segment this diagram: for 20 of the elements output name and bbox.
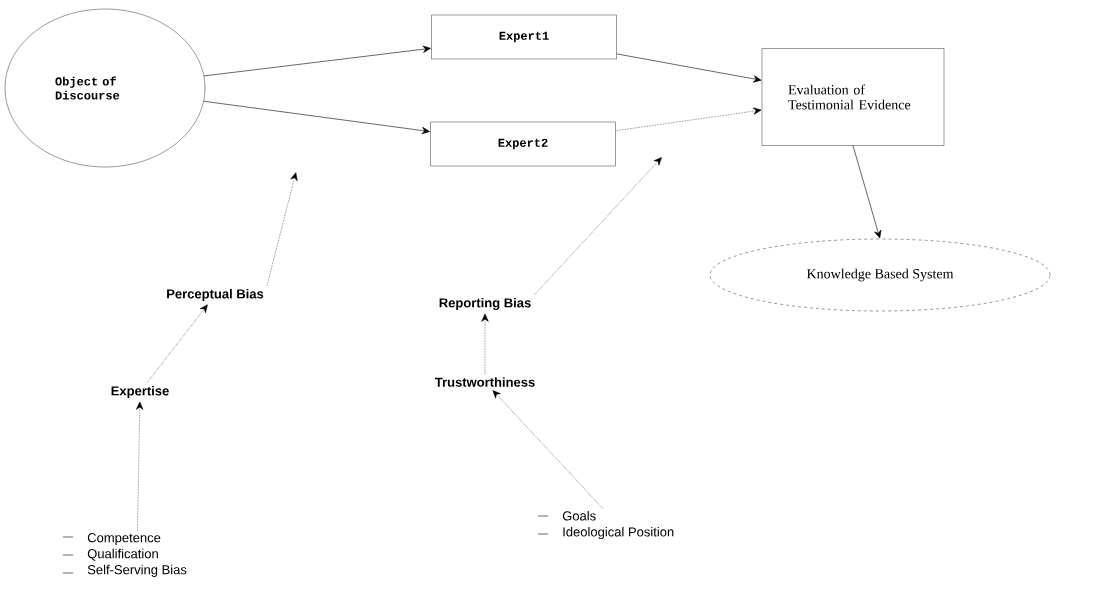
arrow xyxy=(146,304,208,384)
evaluation-box: Evaluation of Testimonial Evidence xyxy=(761,48,945,146)
expert-box: Expert2 xyxy=(430,121,616,167)
expert-box: Expert1 xyxy=(431,14,617,60)
arrow xyxy=(534,157,662,296)
arrow xyxy=(492,390,604,510)
arrow xyxy=(852,145,882,239)
factor-label: Reporting Bias xyxy=(439,297,531,311)
arrow xyxy=(616,53,762,83)
factor-list: Competence Qualification Self-Serving Bias xyxy=(62,533,187,577)
arrow xyxy=(203,45,431,77)
factor-label: Perceptual Bias xyxy=(167,288,264,302)
arrow xyxy=(203,100,430,135)
factor-label: Trustworthiness xyxy=(434,377,535,387)
factor-label: Expertise xyxy=(111,385,169,399)
arrow xyxy=(266,172,298,287)
arrow xyxy=(481,313,489,375)
arrow xyxy=(615,107,762,132)
factor-list: Goals Ideological Position xyxy=(537,510,674,540)
arrow xyxy=(136,401,144,532)
